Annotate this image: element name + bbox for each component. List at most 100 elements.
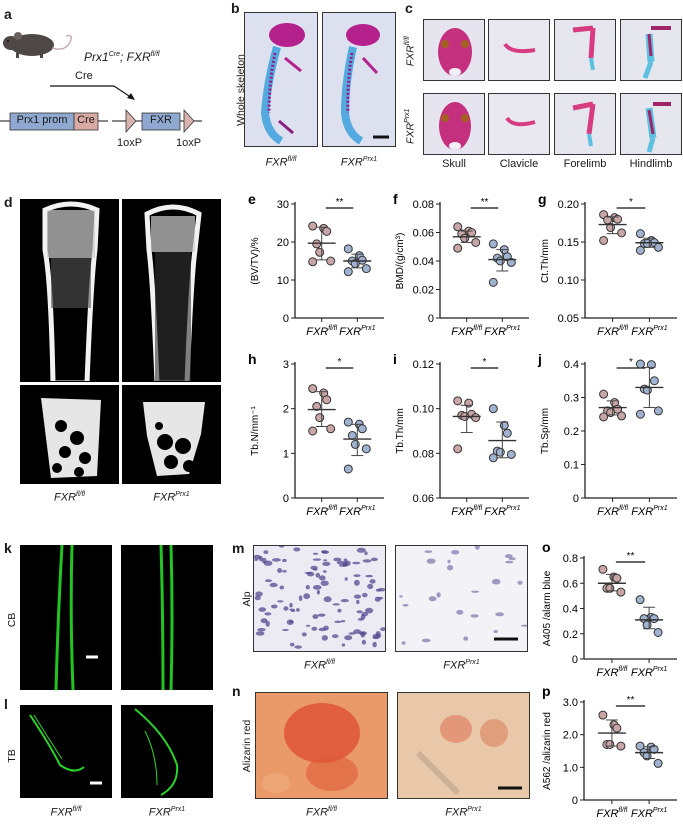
data-point xyxy=(598,564,608,574)
data-point xyxy=(599,389,609,399)
y-tick-label: 0.3 xyxy=(564,393,579,405)
x-tick-label: FXRPrx1 xyxy=(339,505,376,518)
y-tick-label: 0.10 xyxy=(413,404,434,416)
y-tick-label: 0 xyxy=(428,313,434,325)
data-point xyxy=(649,744,659,754)
data-point xyxy=(653,627,663,637)
data-point xyxy=(617,228,627,238)
y-tick-label: 0 xyxy=(573,493,579,505)
x-tick-label: FXRfl/fl xyxy=(306,505,337,518)
data-point xyxy=(617,411,627,421)
data-point xyxy=(488,453,498,463)
data-point xyxy=(357,424,367,434)
y-tick-label: 30 xyxy=(277,199,289,211)
forelimb-image-control xyxy=(554,19,616,81)
data-point xyxy=(343,417,353,427)
y-tick-label: 10 xyxy=(277,275,289,287)
panel-label-p: p xyxy=(542,683,551,699)
data-point xyxy=(616,741,626,751)
significance-marker: ** xyxy=(627,551,635,562)
y-tick-label: 0.1 xyxy=(564,460,579,472)
data-point xyxy=(322,226,332,236)
data-point xyxy=(308,221,318,231)
panel-label-l: l xyxy=(4,696,8,712)
data-point xyxy=(495,447,505,457)
data-point xyxy=(635,245,645,255)
y-axis-label: A562 /alizarin red xyxy=(542,712,553,790)
x-tick-label: FXRfl/fl xyxy=(451,505,482,518)
y-tick-label: 3.0 xyxy=(563,697,578,709)
y-tick-label: 20 xyxy=(277,237,289,249)
y-axis-label: BMD/(g/cm³) xyxy=(395,233,406,290)
y-tick-label: 0 xyxy=(283,493,289,505)
data-point xyxy=(315,413,325,423)
mouse-icon xyxy=(3,32,72,58)
y-tick-label: 0.6 xyxy=(563,578,578,590)
column-label-hindlimb: Hindlimb xyxy=(629,158,673,170)
data-point xyxy=(343,244,353,254)
panel-label-h: h xyxy=(248,351,257,367)
significance-marker: * xyxy=(338,357,342,368)
panel-label-n: n xyxy=(232,683,241,699)
data-point xyxy=(642,239,652,249)
data-point xyxy=(646,360,656,370)
y-tick-label: 0.04 xyxy=(413,256,434,268)
significance-marker: * xyxy=(483,357,487,368)
row-label-c-knockout: FXRPrx1 xyxy=(403,108,417,144)
y-tick-label: 0.06 xyxy=(413,228,434,240)
data-point xyxy=(326,424,336,434)
alizarin-row-label: Alizarin red xyxy=(241,719,253,773)
alp-stain-control xyxy=(253,545,386,652)
data-point xyxy=(361,444,371,454)
x-tick-label: FXRfl/fl xyxy=(596,666,627,679)
cre-box-label: Cre xyxy=(77,114,95,126)
data-point xyxy=(488,404,498,414)
data-point xyxy=(453,444,463,454)
significance-marker: ** xyxy=(336,197,344,208)
data-point xyxy=(467,228,477,237)
data-point xyxy=(599,412,609,422)
panel-label-e: e xyxy=(248,191,256,207)
caption-m-knockout: FXRPrx1 xyxy=(443,659,480,672)
significance-marker: ** xyxy=(481,197,489,208)
panel-label-i: i xyxy=(393,351,397,367)
tb-row-label: TB xyxy=(6,749,18,763)
panel-label-c: c xyxy=(405,0,413,16)
data-point xyxy=(649,376,659,386)
data-point xyxy=(642,620,652,630)
prx1-promoter-label: Prx1 prom xyxy=(16,114,68,126)
calcein-tb-control xyxy=(20,705,112,798)
data-point xyxy=(612,723,622,733)
caption-n-control: FXRfl/fl xyxy=(306,806,337,819)
data-point xyxy=(308,257,318,267)
calcein-cb-control xyxy=(20,545,112,690)
hindlimb-image-control xyxy=(620,19,682,81)
data-point xyxy=(357,255,367,265)
data-point xyxy=(488,277,498,287)
y-tick-label: 0.20 xyxy=(558,199,579,211)
y-axis-label: Tb.Th/mm xyxy=(395,408,406,454)
column-label-skull: Skull xyxy=(442,158,466,170)
y-axis-label: Tb.N/mm⁻¹ xyxy=(250,405,261,455)
row-label-c-control: FXRfl/fl xyxy=(403,36,417,67)
y-tick-label: 0.08 xyxy=(413,448,434,460)
y-tick-label: 0.4 xyxy=(563,604,578,616)
y-tick-label: 3 xyxy=(283,359,289,371)
y-tick-label: 0.15 xyxy=(558,237,579,249)
significance-marker: ** xyxy=(627,695,635,706)
data-point xyxy=(635,595,645,605)
y-axis-label: Tb.Sp/mm xyxy=(540,408,551,454)
data-point xyxy=(635,409,645,419)
panel-label-g: g xyxy=(538,191,547,207)
x-tick-label: FXRPrx1 xyxy=(484,325,521,338)
data-point xyxy=(312,401,322,411)
calcein-tb-knockout xyxy=(121,705,213,798)
data-point xyxy=(453,243,463,253)
data-point xyxy=(453,222,463,232)
alp-stain-knockout xyxy=(395,545,528,652)
y-tick-label: 0 xyxy=(283,313,289,325)
panel-label-o: o xyxy=(542,539,551,555)
x-tick-label: FXRfl/fl xyxy=(451,325,482,338)
data-point xyxy=(453,396,463,406)
